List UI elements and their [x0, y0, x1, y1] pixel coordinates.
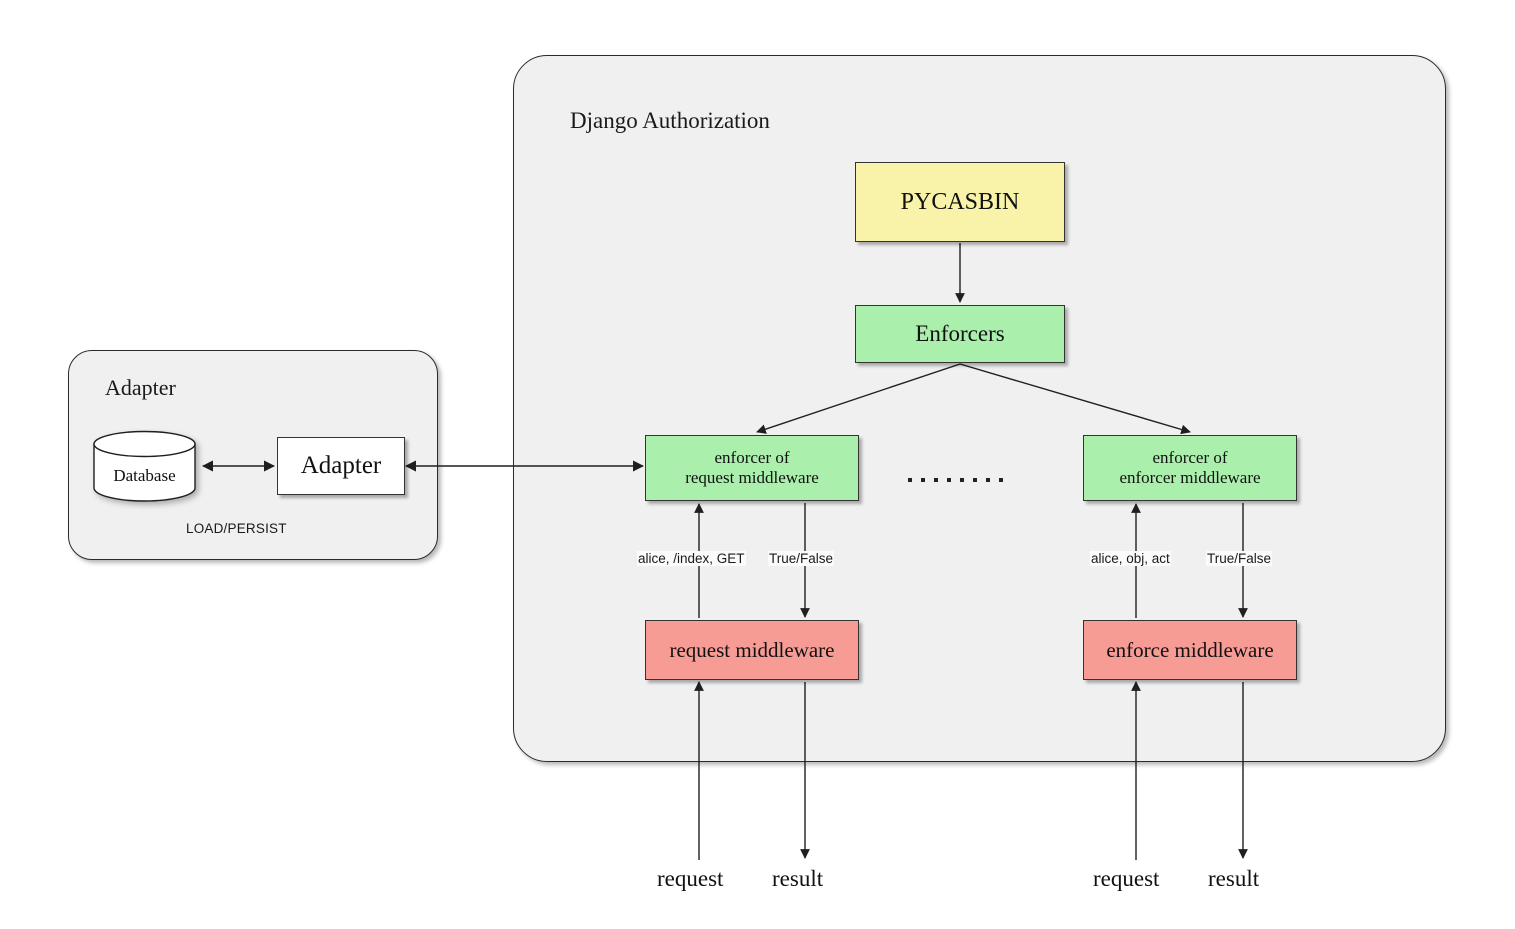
request-middleware-node[interactable]: request middleware	[645, 620, 859, 680]
adapter-node[interactable]: Adapter	[277, 437, 405, 495]
load-persist-label: LOAD/PERSIST	[186, 521, 287, 536]
edge-label-true-false-left: True/False	[768, 551, 835, 566]
io-label-result-right: result	[1208, 866, 1260, 891]
ellipsis-dot	[947, 478, 951, 482]
pycasbin-node[interactable]: PYCASBIN	[855, 162, 1065, 242]
ellipsis-dot	[908, 478, 912, 482]
io-label-request-right: request	[1093, 866, 1160, 891]
io-label-result-left: result	[772, 866, 824, 891]
ellipsis-dots	[908, 478, 1003, 482]
database-cylinder-icon	[93, 430, 196, 502]
edge-label-alice-index-get: alice, /index, GET	[637, 551, 746, 566]
enforcer-of-enforcer-middleware-node[interactable]: enforcer of enforcer middleware	[1083, 435, 1297, 501]
enforcers-node[interactable]: Enforcers	[855, 305, 1065, 363]
ellipsis-dot	[934, 478, 938, 482]
io-label-request-left: request	[657, 866, 724, 891]
edge-label-alice-obj-act: alice, obj, act	[1090, 551, 1171, 566]
enforce-middleware-node[interactable]: enforce middleware	[1083, 620, 1297, 680]
ellipsis-dot	[999, 478, 1003, 482]
ellipsis-dot	[986, 478, 990, 482]
adapter-container-title: Adapter	[105, 375, 176, 400]
enforcer-of-request-middleware-node[interactable]: enforcer of request middleware	[645, 435, 859, 501]
ellipsis-dot	[973, 478, 977, 482]
edge-label-true-false-right: True/False	[1206, 551, 1273, 566]
ellipsis-dot	[960, 478, 964, 482]
django-authorization-title: Django Authorization	[570, 108, 770, 133]
ellipsis-dot	[921, 478, 925, 482]
